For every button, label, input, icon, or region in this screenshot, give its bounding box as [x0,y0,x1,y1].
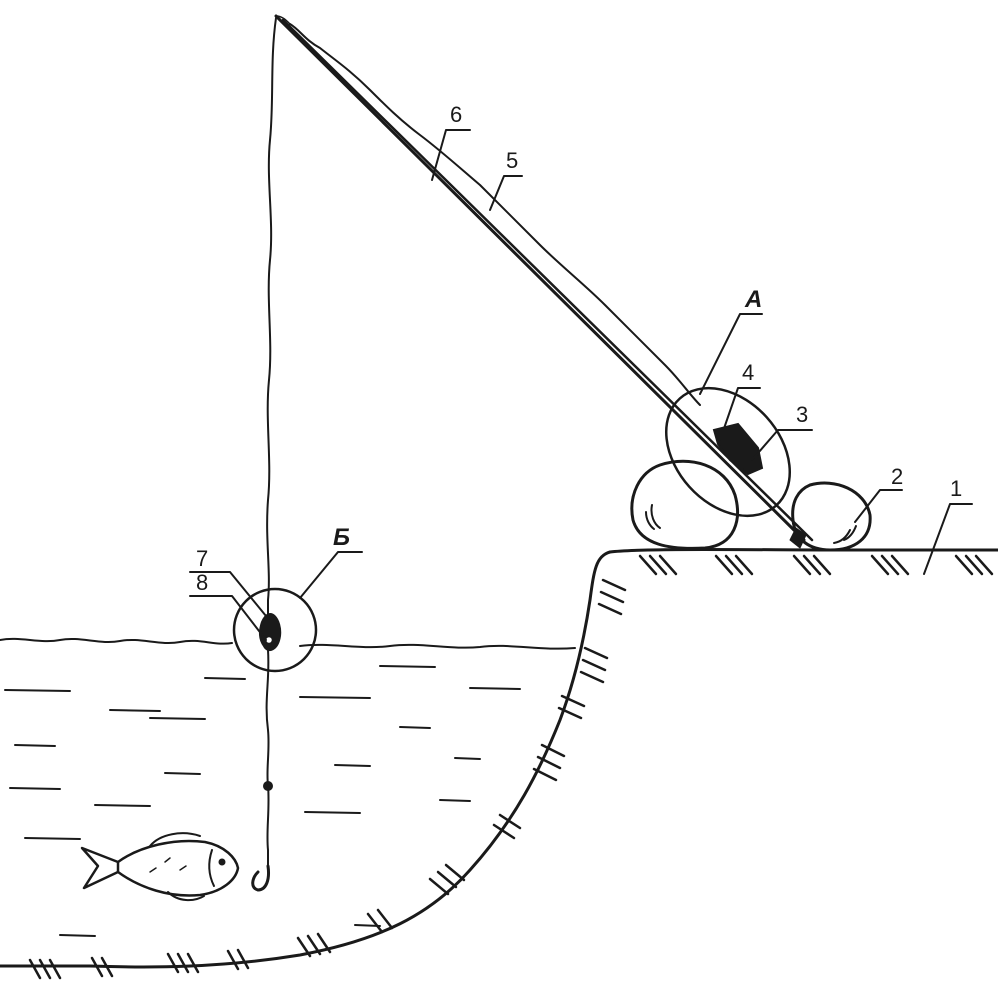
fishing-line [251,17,282,892]
detail-callout-b: Б [232,524,363,673]
float-icon [259,613,282,652]
support-stones [630,459,872,552]
fishing-rod [274,14,814,549]
callout-3: 3 [796,402,808,427]
ground-hatching-top [638,554,994,576]
reel [712,422,764,476]
number-callouts: 1 2 3 4 5 6 7 8 [189,102,973,641]
label-detail-b: Б [333,524,350,551]
water-ripples [4,665,521,937]
sinker [263,781,273,791]
callout-7: 7 [196,546,208,571]
label-detail-a: А [744,286,762,313]
hook-icon [251,864,270,892]
ground-hatching-slope [28,578,627,980]
detail-callout-a: А [664,286,792,518]
callout-5: 5 [506,148,518,173]
fish-icon [80,832,240,902]
callout-8: 8 [196,570,208,595]
callout-4: 4 [742,360,754,385]
callout-2: 2 [891,464,903,489]
callout-6: 6 [450,102,462,127]
callout-1: 1 [950,476,962,501]
riverbank [0,548,998,980]
water [0,637,576,937]
